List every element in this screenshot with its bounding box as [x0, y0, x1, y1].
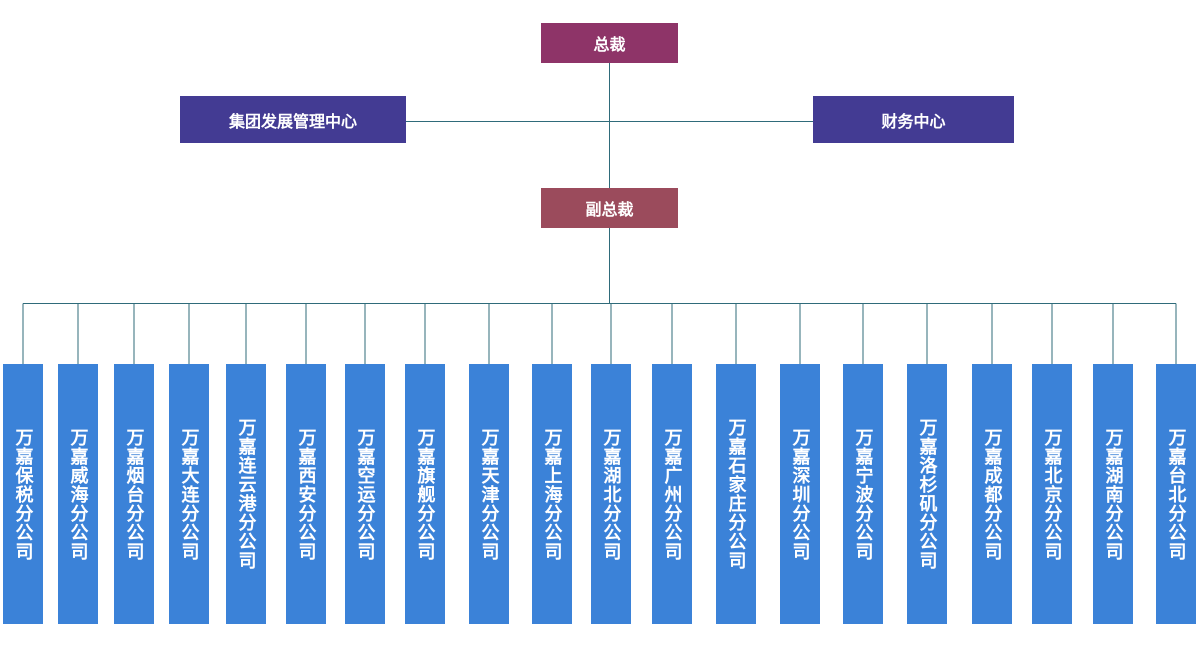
- branch-node: 万嘉上海分公司: [532, 364, 572, 624]
- branch-node: 万嘉石家庄分公司: [716, 364, 756, 624]
- branch-node: 万嘉北京分公司: [1032, 364, 1072, 624]
- branch-node: 万嘉深圳分公司: [780, 364, 820, 624]
- branch-node: 万嘉宁波分公司: [843, 364, 883, 624]
- branch-node: 万嘉保税分公司: [3, 364, 43, 624]
- branch-node: 万嘉湖南分公司: [1093, 364, 1133, 624]
- finance-center-node: 财务中心: [813, 96, 1014, 143]
- branch-node: 万嘉台北分公司: [1156, 364, 1196, 624]
- branch-node: 万嘉西安分公司: [286, 364, 326, 624]
- vice-president-node: 副总裁: [541, 188, 678, 228]
- branch-node: 万嘉空运分公司: [345, 364, 385, 624]
- branch-node: 万嘉威海分公司: [58, 364, 98, 624]
- president-node: 总裁: [541, 23, 678, 63]
- branch-node: 万嘉大连分公司: [169, 364, 209, 624]
- branch-node: 万嘉连云港分公司: [226, 364, 266, 624]
- connector-group: [22, 63, 1177, 364]
- group-development-center-node: 集团发展管理中心: [180, 96, 406, 143]
- branch-node: 万嘉天津分公司: [469, 364, 509, 624]
- branch-node: 万嘉旗舰分公司: [405, 364, 445, 624]
- branch-node: 万嘉广州分公司: [652, 364, 692, 624]
- branch-node: 万嘉洛杉矶分公司: [907, 364, 947, 624]
- branch-node: 万嘉湖北分公司: [591, 364, 631, 624]
- branch-node: 万嘉成都分公司: [972, 364, 1012, 624]
- branch-node: 万嘉烟台分公司: [114, 364, 154, 624]
